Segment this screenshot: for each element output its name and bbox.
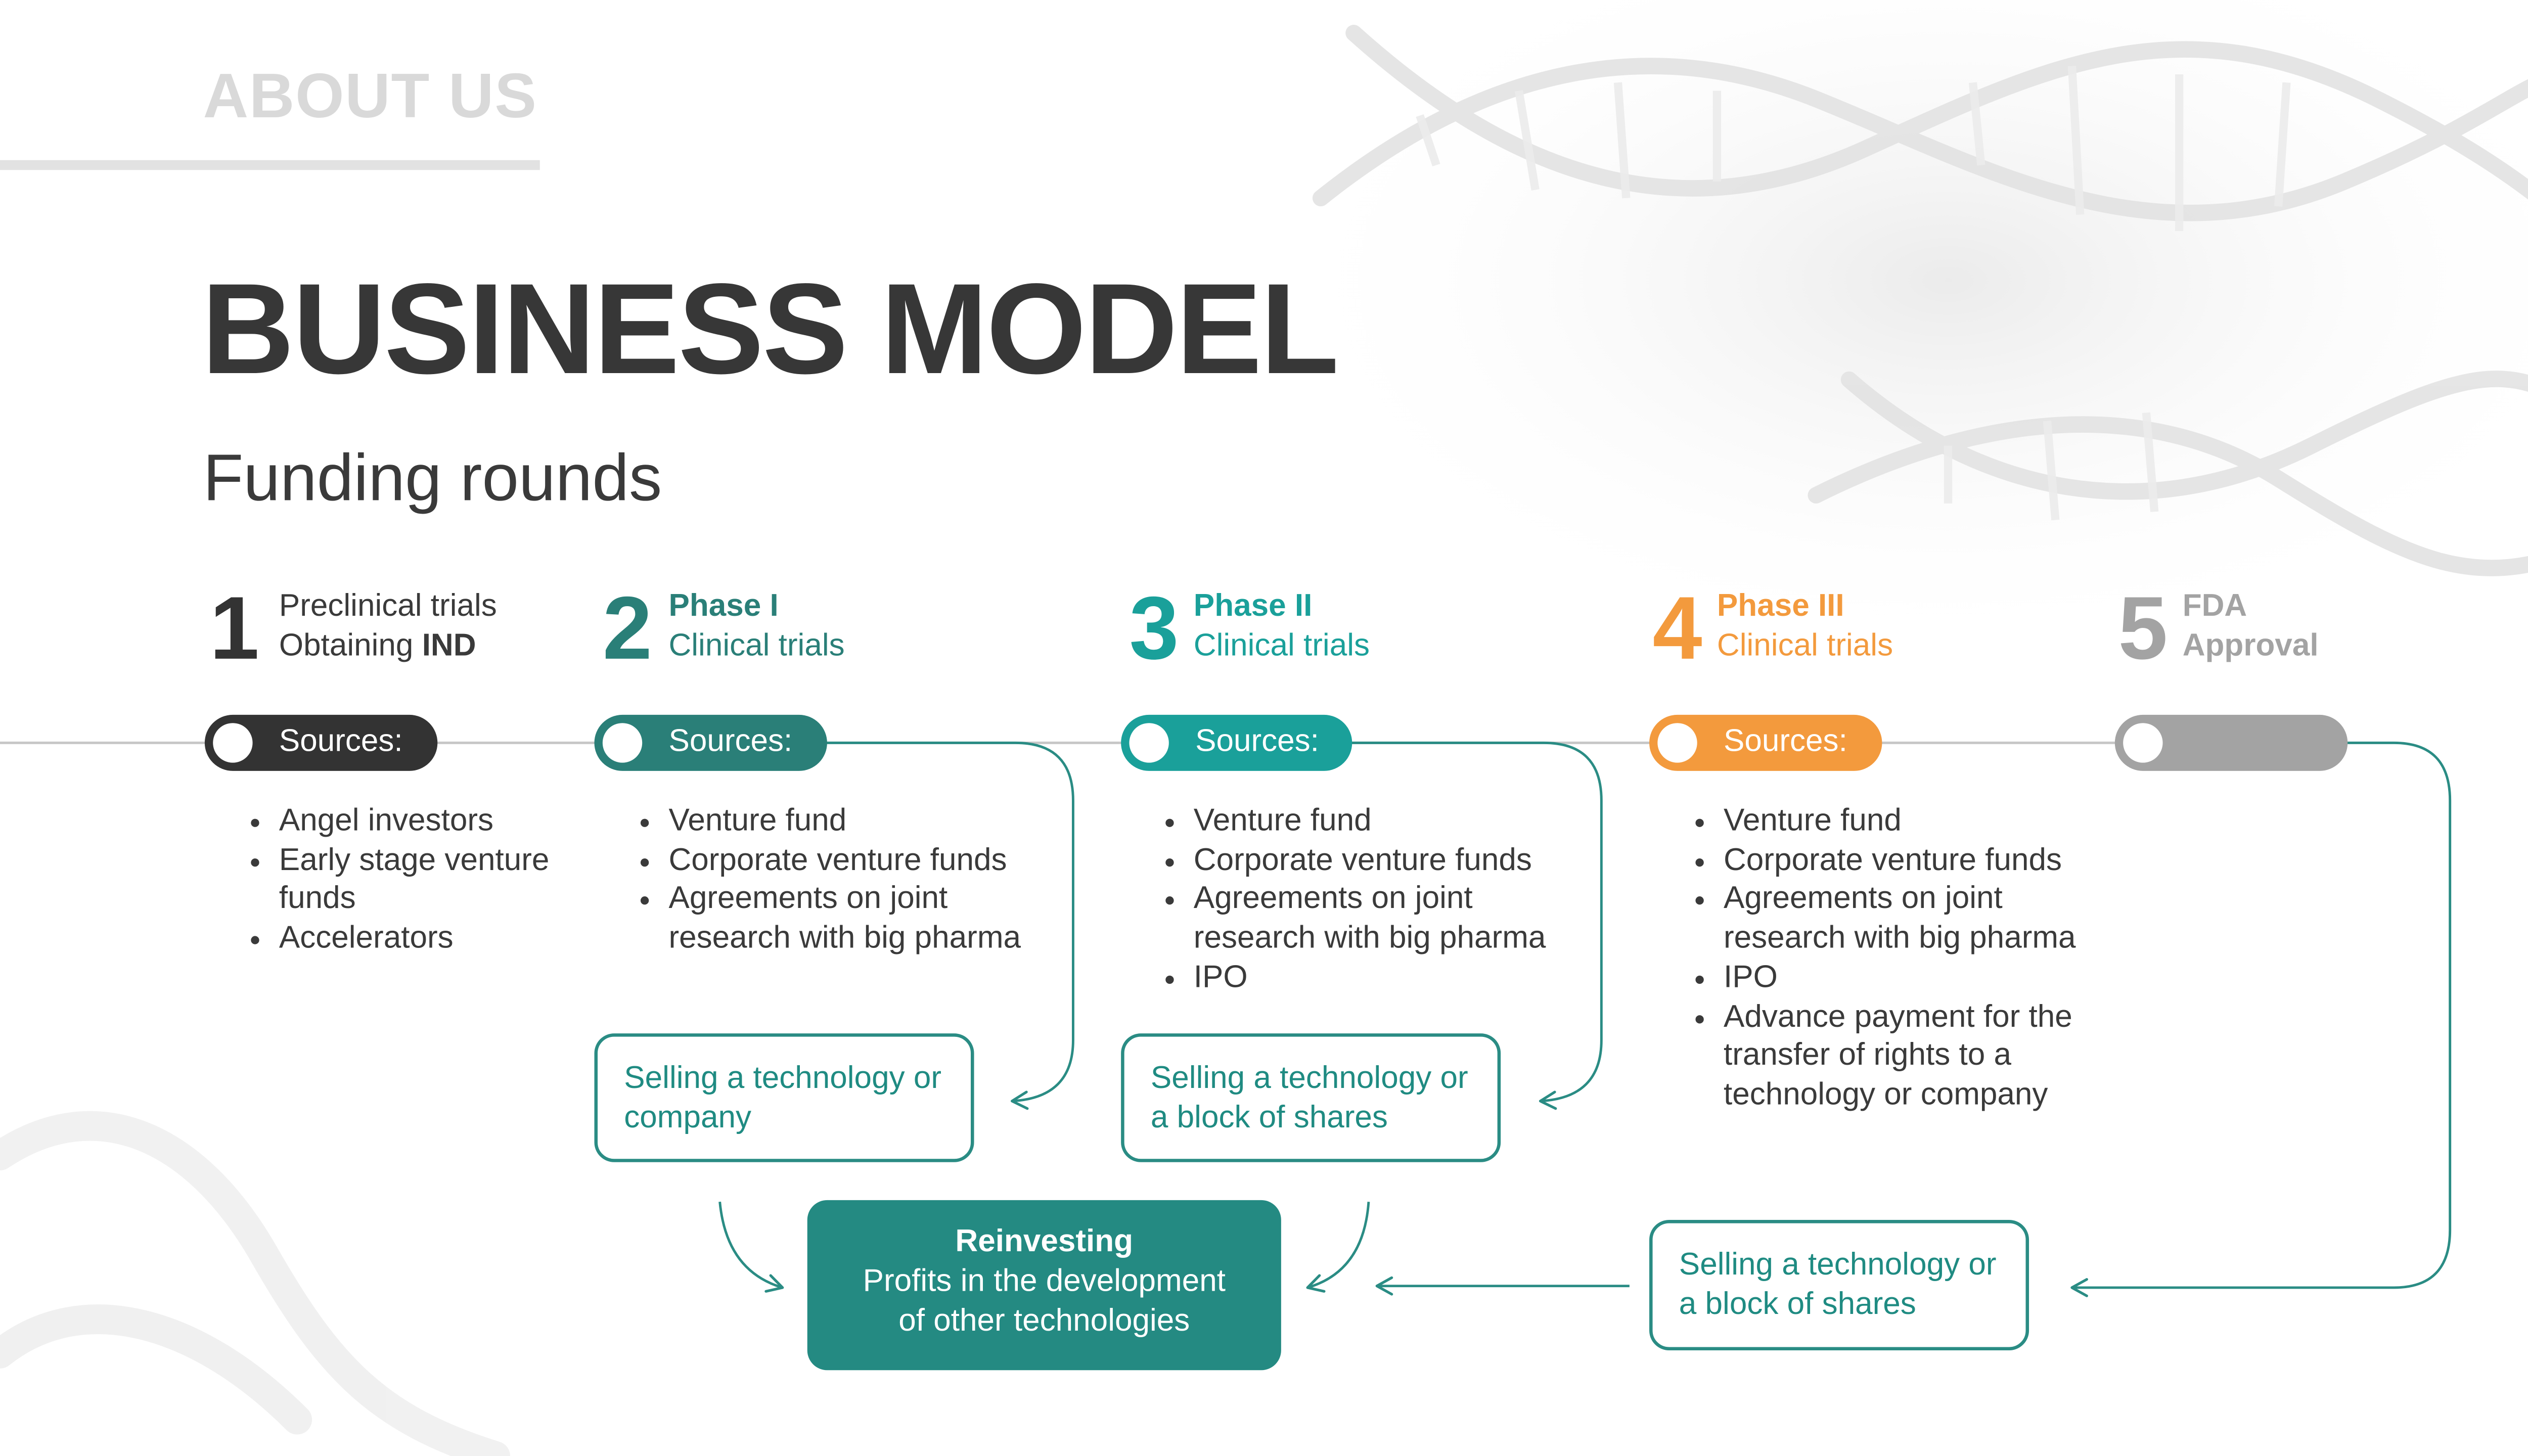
section-underline (0, 160, 540, 170)
phase-4-title: Phase III (1717, 589, 1844, 624)
phase-3-number: 3 (1129, 579, 1179, 679)
list-item: Corporate venture funds (1724, 841, 2116, 880)
phase-5-pill (2114, 714, 2348, 771)
list-item: Venture fund (1724, 802, 2116, 841)
list-item: Corporate venture funds (1194, 841, 1587, 880)
toggle-knob (1129, 723, 1169, 763)
phase-2-title: Phase I (668, 589, 779, 624)
arrow-fda-to-outcome (2070, 741, 2452, 1297)
list-item: Agreements on joint research with big ph… (1194, 881, 1587, 959)
sources-label: Sources: (1723, 724, 1847, 760)
page-subtitle: Funding rounds (203, 442, 662, 515)
toggle-knob (213, 723, 253, 763)
phase-2-sources-pill: Sources: (594, 714, 827, 771)
sources-label: Sources: (668, 724, 793, 760)
page-title: BUSINESS MODEL (201, 256, 1339, 401)
phase-2-sources-list: Venture fund Corporate venture funds Agr… (633, 802, 1062, 959)
list-item: Early stage venture funds (279, 841, 557, 920)
list-item: Agreements on joint research with big ph… (1724, 881, 2116, 959)
list-item: Angel investors (279, 802, 557, 841)
outcome-text: Selling a technology or a block of share… (1679, 1248, 1997, 1323)
phase-1-title: Preclinical trials (279, 589, 497, 624)
phase-3-sources-pill: Sources: (1121, 714, 1352, 771)
phase-2-number: 2 (602, 579, 652, 679)
arrow-phase3-to-outcome (1350, 741, 1603, 1110)
phase-5-number: 5 (2118, 579, 2168, 679)
phase-5-subtitle: Approval (2182, 629, 2319, 664)
phase-3-outcome-box: Selling a technology or a block of share… (1121, 1033, 1501, 1162)
list-item: Advance payment for the transfer of righ… (1724, 998, 2116, 1115)
phase-1-number: 1 (209, 579, 259, 679)
phase-1-subtitle: Obtaining IND (279, 629, 476, 664)
phase-4-number: 4 (1652, 579, 1702, 679)
toggle-knob (602, 723, 643, 763)
phase-1-sources-pill: Sources: (204, 714, 438, 771)
list-item: Venture fund (668, 802, 1061, 841)
reinvest-box: Reinvesting Profits in the development o… (807, 1200, 1281, 1371)
sources-label: Sources: (1195, 724, 1319, 760)
arrow-outcome3-to-reinvest (1306, 1201, 1370, 1293)
phase-2-outcome-box: Selling a technology or company (594, 1033, 974, 1162)
list-item: Agreements on joint research with big ph… (668, 881, 1061, 959)
list-item: IPO (1194, 959, 1587, 998)
section-label: ABOUT US (203, 63, 537, 132)
phase-1-sources-list: Angel investors Early stage venture fund… (243, 802, 556, 959)
phase-4-outcome-box: Selling a technology or a block of share… (1649, 1220, 2029, 1351)
toggle-knob (1657, 723, 1697, 763)
arrow-phase2-to-outcome (825, 741, 1074, 1110)
list-item: Accelerators (279, 920, 557, 959)
phase-5-title: FDA (2182, 589, 2247, 624)
phase-2-subtitle: Clinical trials (668, 629, 845, 664)
outcome-text: Selling a technology or a block of share… (1150, 1061, 1468, 1136)
phase-4-sources-list: Venture fund Corporate venture funds Agr… (1687, 802, 2116, 1115)
phase-4-sources-pill: Sources: (1649, 714, 1882, 771)
reinvest-heading: Reinvesting (955, 1224, 1134, 1260)
phase-3-sources-list: Venture fund Corporate venture funds Agr… (1157, 802, 1587, 998)
outcome-text: Selling a technology or company (624, 1061, 942, 1136)
toggle-knob (2123, 723, 2163, 763)
arrow-outcome2-to-reinvest (718, 1201, 784, 1293)
phase-3-subtitle: Clinical trials (1193, 629, 1370, 664)
list-item: Venture fund (1194, 802, 1587, 841)
phase-4-subtitle: Clinical trials (1717, 629, 1893, 664)
phase-3-title: Phase II (1193, 589, 1313, 624)
list-item: Corporate venture funds (668, 841, 1061, 880)
reinvest-text: Profits in the development of other tech… (863, 1264, 1226, 1339)
list-item: IPO (1724, 959, 2116, 998)
sources-label: Sources: (279, 724, 403, 760)
